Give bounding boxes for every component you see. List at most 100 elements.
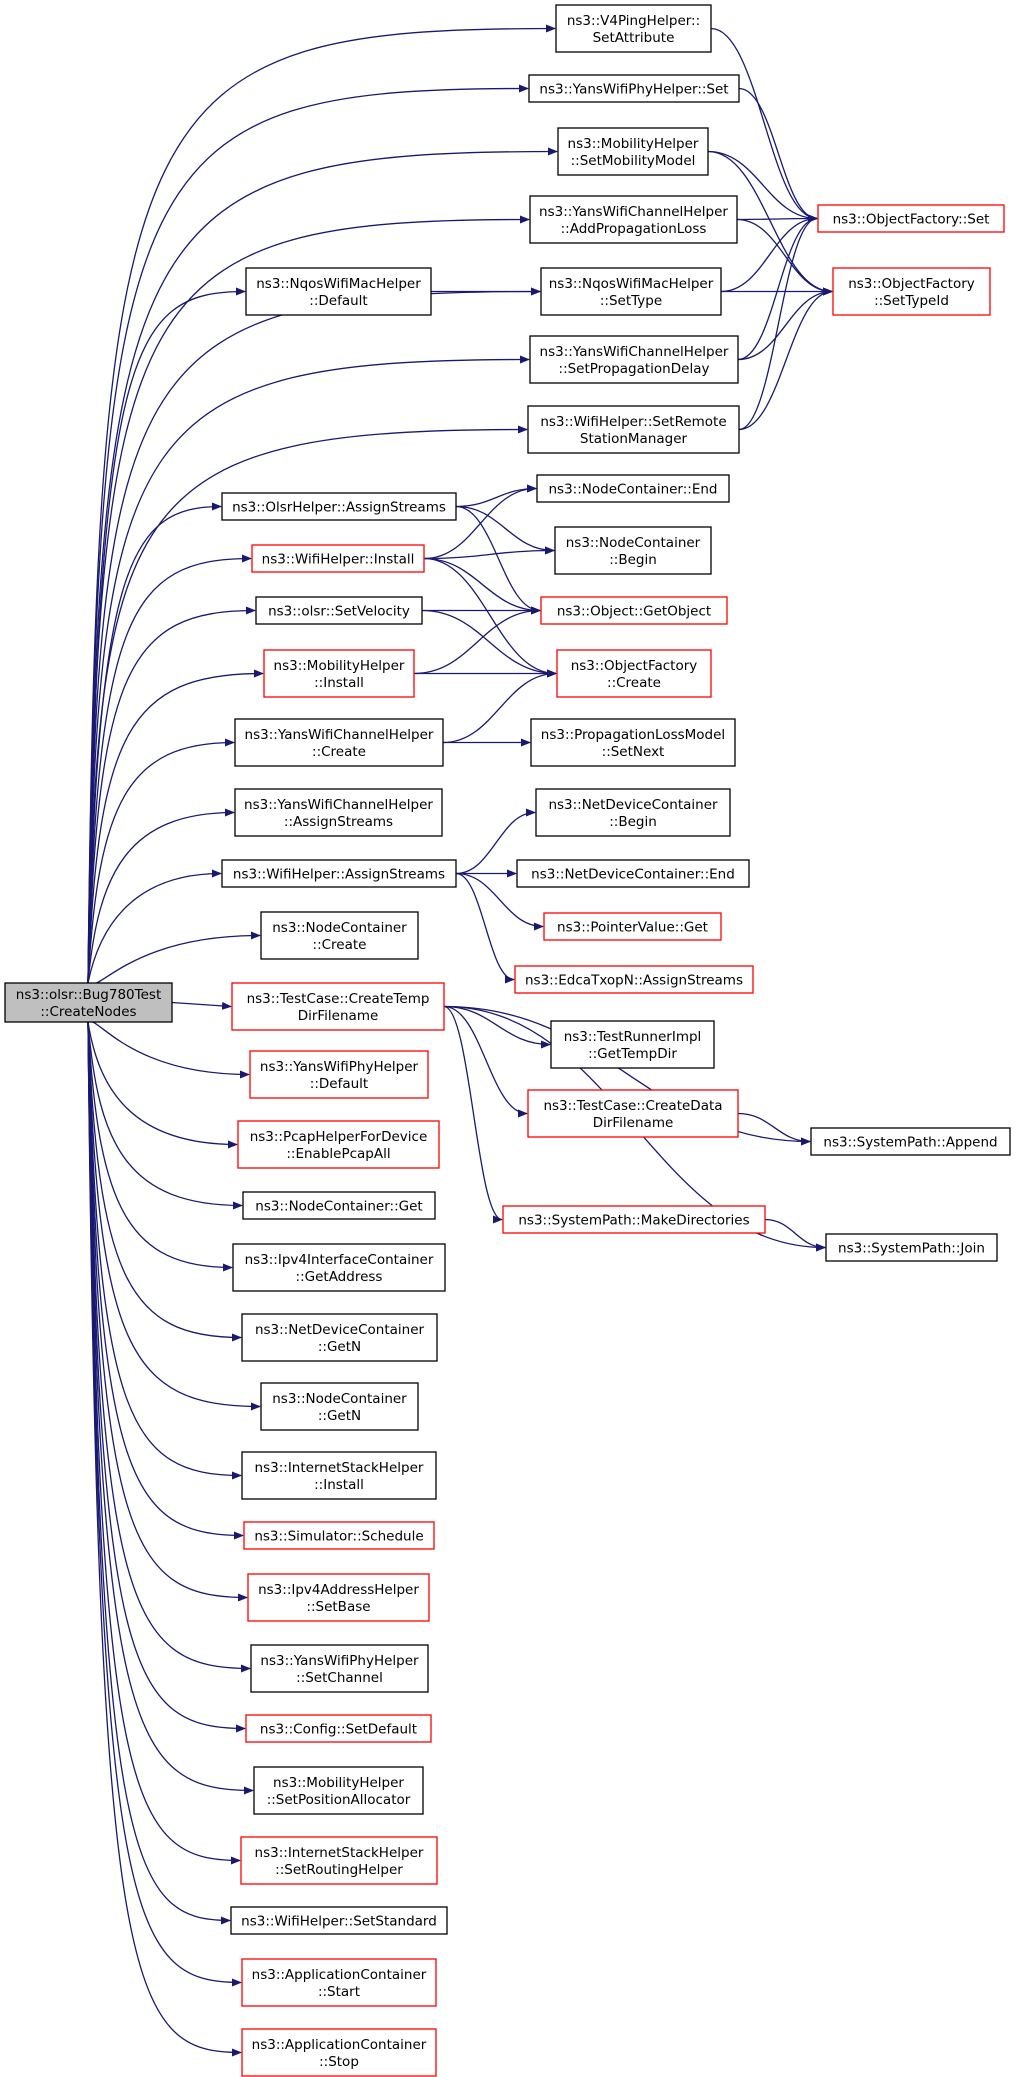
node-label: ::Default <box>309 293 367 309</box>
node-label: ::Default <box>310 1076 368 1092</box>
node-ns3-yanswifichannelhelper-addpropagationloss[interactable]: ns3::YansWifiChannelHelper::AddPropagati… <box>529 195 738 244</box>
edge-root-to-n10 <box>87 425 528 984</box>
edge-root-to-n15 <box>87 606 256 984</box>
edge-n4-to-n8 <box>736 218 833 296</box>
node-box <box>242 1191 436 1220</box>
node-ns3-wifihelper-install[interactable]: ns3::WifiHelper::Install <box>251 544 425 573</box>
node-ns3-netdevicecontainer-begin[interactable]: ns3::NetDeviceContainer::Begin <box>535 788 731 837</box>
edge-root-to-n9 <box>87 355 530 984</box>
node-ns3-objectfactory-settypeid[interactable]: ns3::ObjectFactory::SetTypeId <box>832 267 991 316</box>
node-label: ns3::PropagationLossModel <box>541 727 725 743</box>
node-label: ::Begin <box>609 552 657 568</box>
node-ns3-olsr-bug780test-createnodes[interactable]: ns3::olsr::Bug780Test::CreateNodes <box>4 982 173 1023</box>
node-box <box>231 982 445 1031</box>
edge-root-to-n26 <box>87 931 261 986</box>
node-ns3-systempath-join[interactable]: ns3::SystemPath::Join <box>825 1233 998 1262</box>
node-ns3-olsrhelper-assignstreams[interactable]: ns3::OlsrHelper::AssignStreams <box>221 492 457 521</box>
node-ns3-nodecontainer-begin[interactable]: ns3::NodeContainer::Begin <box>554 526 712 575</box>
node-ns3-nodecontainer-create[interactable]: ns3::NodeContainer::Create <box>260 911 419 960</box>
node-ns3-simulator-schedule[interactable]: ns3::Simulator::Schedule <box>243 1521 435 1550</box>
node-label: ns3::NetDeviceContainer <box>548 797 718 813</box>
node-label: ns3::NqosWifiMacHelper <box>549 276 714 292</box>
node-ns3-ipv4interfacecontainer-getaddress[interactable]: ns3::Ipv4InterfaceContainer::GetAddress <box>232 1243 446 1292</box>
node-ns3-wifihelper-assignstreams[interactable]: ns3::WifiHelper::AssignStreams <box>221 859 457 888</box>
node-box <box>540 596 728 625</box>
node-ns3-ipv4addresshelper-setbase[interactable]: ns3::Ipv4AddressHelper::SetBase <box>247 1573 430 1622</box>
node-box <box>253 1766 424 1815</box>
node-ns3-applicationcontainer-start[interactable]: ns3::ApplicationContainer::Start <box>241 1958 437 2007</box>
node-ns3-netdevicecontainer-end[interactable]: ns3::NetDeviceContainer::End <box>516 859 750 888</box>
node-box <box>557 127 709 176</box>
node-ns3-yanswifiphyhelper-setchannel[interactable]: ns3::YansWifiPhyHelper::SetChannel <box>250 1644 429 1693</box>
node-ns3-mobilityhelper-setpositionallocator[interactable]: ns3::MobilityHelper::SetPositionAllocato… <box>253 1766 424 1815</box>
node-label: ns3::WifiHelper::Install <box>262 552 415 568</box>
node-ns3-yanswifiphyhelper-set[interactable]: ns3::YansWifiPhyHelper::Set <box>528 74 740 103</box>
node-ns3-applicationcontainer-stop[interactable]: ns3::ApplicationContainer::Stop <box>241 2028 437 2077</box>
node-label: ns3::WifiHelper::SetRemote <box>540 414 726 430</box>
node-box <box>241 1958 437 2007</box>
node-ns3-yanswifiphyhelper-default[interactable]: ns3::YansWifiPhyHelper::Default <box>249 1050 429 1099</box>
node-ns3-systempath-append[interactable]: ns3::SystemPath::Append <box>810 1127 1011 1156</box>
node-label: ns3::MobilityHelper <box>274 658 405 674</box>
node-box <box>221 492 457 521</box>
node-box <box>234 718 444 767</box>
node-ns3-internetstackhelper-install[interactable]: ns3::InternetStackHelper::Install <box>241 1451 437 1500</box>
node-ns3-netdevicecontainer-getn[interactable]: ns3::NetDeviceContainer::GetN <box>241 1313 438 1362</box>
node-ns3-config-setdefault[interactable]: ns3::Config::SetDefault <box>245 1714 432 1743</box>
node-ns3-objectfactory-create[interactable]: ns3::ObjectFactory::Create <box>556 649 712 698</box>
node-ns3-nqoswifimachelper-default[interactable]: ns3::NqosWifiMacHelper::Default <box>245 267 432 316</box>
node-ns3-nodecontainer-end[interactable]: ns3::NodeContainer::End <box>536 474 730 503</box>
node-label: ::SetMobilityModel <box>571 153 696 169</box>
node-ns3-edcatxopn-assignstreams[interactable]: ns3::EdcaTxopN::AssignStreams <box>514 965 754 994</box>
edge-n19-to-n18 <box>442 669 557 744</box>
node-ns3-olsr-setvelocity[interactable]: ns3::olsr::SetVelocity <box>255 596 423 625</box>
node-ns3-object-getobject[interactable]: ns3::Object::GetObject <box>540 596 728 625</box>
node-label: ns3::ObjectFactory <box>848 276 975 292</box>
node-ns3-yanswifichannelhelper-setpropagationdelay[interactable]: ns3::YansWifiChannelHelper::SetPropagati… <box>529 335 739 384</box>
edge-n4-to-n5 <box>736 214 818 223</box>
node-label: ns3::WifiHelper::AssignStreams <box>233 867 445 883</box>
node-label: ::Create <box>607 675 661 691</box>
node-ns3-mobilityhelper-install[interactable]: ns3::MobilityHelper::Install <box>263 649 415 698</box>
edge-root-to-n44 <box>87 1021 246 1733</box>
node-ns3-testrunnerimpl-gettempdir[interactable]: ns3::TestRunnerImpl::GetTempDir <box>550 1020 715 1069</box>
edge-root-to-n34 <box>87 1021 243 1210</box>
node-box <box>555 4 712 53</box>
node-ns3-nodecontainer-get[interactable]: ns3::NodeContainer::Get <box>242 1191 436 1220</box>
node-box <box>4 982 173 1023</box>
edge-n11-to-n14 <box>455 505 555 555</box>
node-ns3-mobilityhelper-setmobilitymodel[interactable]: ns3::MobilityHelper::SetMobilityModel <box>557 127 709 176</box>
node-label: ns3::ApplicationContainer <box>252 2037 427 2053</box>
edge-root-to-n3 <box>87 147 558 984</box>
node-box <box>540 267 722 316</box>
edge-n28-to-n32 <box>443 1005 811 1146</box>
node-ns3-propagationlossmodel-setnext[interactable]: ns3::PropagationLossModel::SetNext <box>530 718 736 767</box>
edge-root-to-n43 <box>87 1021 251 1673</box>
node-label: ns3::ObjectFactory <box>571 658 698 674</box>
node-ns3-objectfactory-set[interactable]: ns3::ObjectFactory::Set <box>817 204 1005 233</box>
node-label: ns3::olsr::SetVelocity <box>268 604 410 620</box>
edge-root-to-n40 <box>87 1021 242 1480</box>
edge-root-to-n39 <box>87 1021 261 1411</box>
edge-n28-to-n31 <box>443 1005 528 1118</box>
edge-n23-to-n27 <box>455 872 515 984</box>
node-ns3-v4pinghelper-setattribute[interactable]: ns3::V4PingHelper::SetAttribute <box>555 4 712 53</box>
node-ns3-nodecontainer-getn[interactable]: ns3::NodeContainer::GetN <box>260 1382 419 1431</box>
node-box <box>554 526 712 575</box>
node-ns3-wifihelper-setstandard[interactable]: ns3::WifiHelper::SetStandard <box>230 1906 448 1935</box>
node-ns3-pointervalue-get[interactable]: ns3::PointerValue::Get <box>543 912 722 941</box>
node-box <box>250 1644 429 1693</box>
node-ns3-systempath-makedirectories[interactable]: ns3::SystemPath::MakeDirectories <box>502 1205 766 1234</box>
edge-root-to-n30 <box>87 1020 250 1079</box>
node-ns3-yanswifichannelhelper-create[interactable]: ns3::YansWifiChannelHelper::Create <box>234 718 444 767</box>
edge-n1-to-n5 <box>710 27 818 223</box>
node-ns3-internetstackhelper-setroutinghelper[interactable]: ns3::InternetStackHelper::SetRoutingHelp… <box>240 1836 438 1885</box>
node-ns3-nqoswifimachelper-settype[interactable]: ns3::NqosWifiMacHelper::SetType <box>540 267 722 316</box>
node-ns3-pcaphelperfordevice-enablepcapall[interactable]: ns3::PcapHelperForDevice::EnablePcapAll <box>237 1120 440 1169</box>
node-label: ns3::EdcaTxopN::AssignStreams <box>525 973 743 989</box>
node-label: ::SetPositionAllocator <box>267 1792 411 1808</box>
node-ns3-yanswifichannelhelper-assignstreams[interactable]: ns3::YansWifiChannelHelper::AssignStream… <box>234 788 443 837</box>
